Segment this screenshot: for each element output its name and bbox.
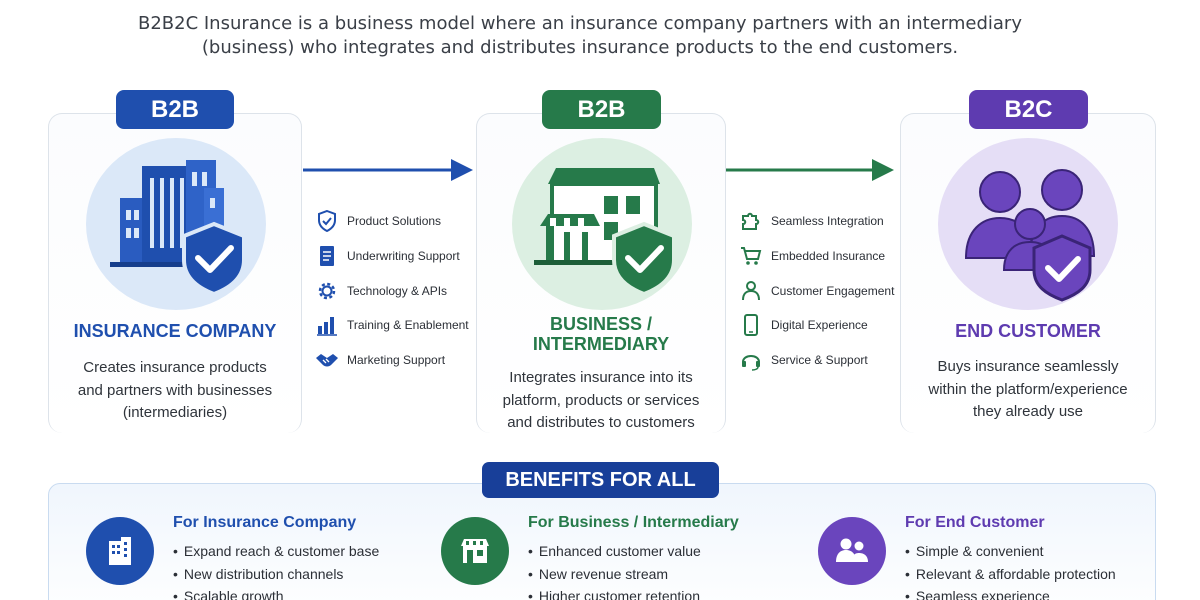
business-intermediary-title-line-1: BUSINESS /	[549, 314, 653, 334]
benefit-title: For Business / Intermediary	[528, 514, 739, 531]
service-label: Technology & APIs	[347, 283, 448, 298]
arrow-intermediary-to-customer-icon	[726, 159, 894, 181]
users-icon	[738, 280, 764, 302]
list-item: Enhanced customer value	[528, 540, 701, 563]
insurance-company-title: INSURANCE COMPANY	[48, 321, 302, 341]
end-customer-title: END CUSTOMER	[900, 321, 1156, 341]
puzzle-icon	[738, 210, 764, 232]
list-item: Digital Experience	[738, 308, 908, 343]
desc-line: Creates insurance products	[83, 359, 267, 376]
service-label: Marketing Support	[347, 353, 446, 368]
list-item: Technology & APIs	[314, 273, 484, 308]
benefit-list: Simple & convenient Relevant & affordabl…	[905, 540, 1116, 600]
list-item: New revenue stream	[528, 563, 701, 586]
headset-icon	[738, 349, 764, 371]
intro-line-2: (business) who integrates and distribute…	[201, 37, 959, 58]
intro-text: B2B2C Insurance is a business model wher…	[0, 12, 1160, 60]
list-item: Higher customer retention	[528, 585, 701, 600]
benefit-list: Enhanced customer value New revenue stre…	[528, 540, 701, 600]
benefits-heading: BENEFITS FOR ALL	[482, 462, 719, 498]
storefront-shield-icon	[512, 138, 692, 310]
list-item: Embedded Insurance	[738, 239, 908, 274]
list-item: Relevant & affordable protection	[905, 563, 1116, 586]
benefit-list: Expand reach & customer base New distrib…	[173, 540, 379, 600]
service-label: Product Solutions	[347, 214, 442, 229]
store-icon	[441, 517, 509, 585]
desc-line: Buys insurance seamlessly	[937, 358, 1119, 375]
insurance-company-title-line: INSURANCE COMPANY	[73, 321, 277, 341]
cart-icon	[738, 245, 764, 267]
desc-line: they already use	[972, 403, 1084, 420]
benefit-title: For End Customer	[905, 514, 1045, 531]
list-item: Seamless experience	[905, 585, 1116, 600]
end-customer-title-line: END CUSTOMER	[955, 321, 1101, 341]
end-customer-description: Buys insurance seamlessly within the pla…	[914, 356, 1142, 424]
arrow-insurer-to-intermediary-icon	[303, 159, 473, 181]
building-icon	[86, 517, 154, 585]
desc-line: and partners with businesses	[77, 381, 273, 399]
family-shield-icon	[938, 138, 1118, 310]
service-label: Digital Experience	[771, 318, 868, 333]
service-label: Customer Engagement	[771, 283, 895, 298]
service-label: Seamless Integration	[771, 214, 884, 229]
desc-line: and distributes to customers	[507, 414, 695, 431]
b2b-services-list: Product Solutions Underwriting Support T…	[314, 204, 484, 377]
intro-line-1: B2B2C Insurance is a business model wher…	[137, 13, 1022, 34]
shield-check-icon	[314, 210, 340, 233]
benefit-title: For Insurance Company	[173, 514, 357, 531]
bar-chart-icon	[314, 314, 340, 337]
list-item: Simple & convenient	[905, 540, 1116, 563]
list-item: Seamless Integration	[738, 204, 908, 239]
building-shield-icon	[86, 138, 266, 310]
desc-line: (intermediaries)	[122, 404, 228, 421]
desc-line: platform, products or services	[502, 391, 700, 409]
b2c-badge-customer: B2C	[969, 90, 1088, 129]
b2b-badge-intermediary: B2B	[542, 90, 661, 129]
business-intermediary-title: BUSINESS / INTERMEDIARY	[476, 314, 726, 354]
list-item: Service & Support	[738, 343, 908, 378]
list-item: New distribution channels	[173, 563, 379, 586]
b2c-services-list: Seamless Integration Embedded Insurance …	[738, 204, 908, 377]
list-item: Expand reach & customer base	[173, 540, 379, 563]
business-intermediary-description: Integrates insurance into its platform, …	[496, 367, 706, 435]
service-label: Embedded Insurance	[771, 249, 886, 264]
phone-icon	[738, 314, 764, 337]
handshake-icon	[314, 349, 340, 371]
list-item: Scalable growth	[173, 585, 379, 600]
desc-line: Integrates insurance into its	[509, 369, 693, 386]
insurance-company-description: Creates insurance products and partners …	[66, 357, 284, 425]
service-label: Training & Enablement	[347, 318, 469, 333]
business-intermediary-title-line-2: INTERMEDIARY	[532, 334, 670, 354]
list-item: Customer Engagement	[738, 273, 908, 308]
gear-icon	[314, 280, 340, 302]
b2b-badge-insurer: B2B	[116, 90, 234, 129]
list-item: Product Solutions	[314, 204, 484, 239]
document-icon	[314, 245, 340, 267]
service-label: Underwriting Support	[347, 249, 460, 264]
list-item: Training & Enablement	[314, 308, 484, 343]
service-label: Service & Support	[771, 353, 868, 368]
desc-line: within the platform/experience	[928, 380, 1128, 398]
list-item: Underwriting Support	[314, 239, 484, 274]
people-icon	[818, 517, 886, 585]
list-item: Marketing Support	[314, 343, 484, 378]
